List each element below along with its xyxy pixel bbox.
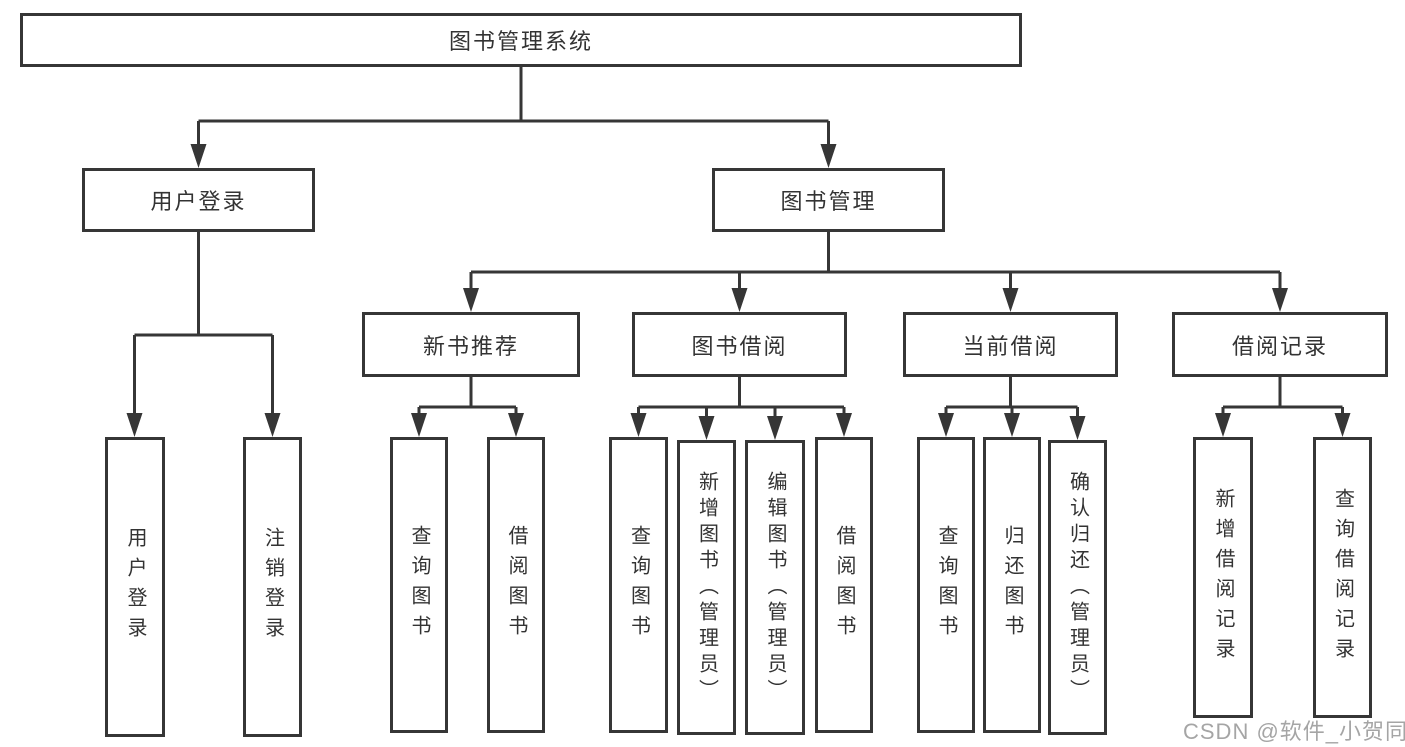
- leaf-confirm-return-admin: 确认归还（管理员）: [1048, 440, 1107, 735]
- arrowhead-user-login-children: [126, 413, 281, 437]
- arrowhead-current-borrowing-children: [938, 413, 1086, 440]
- node-current-borrowing: 当前借阅: [903, 312, 1118, 377]
- arrowhead-book-borrowing-children: [630, 413, 852, 440]
- leaf-borrow-books-borrowing: 借阅图书: [815, 437, 873, 733]
- leaf-edit-book-admin: 编辑图书（管理员）: [745, 440, 805, 735]
- node-user-login: 用户登录: [82, 168, 315, 232]
- arrowhead-borrow-records-children: [1215, 413, 1351, 437]
- leaf-query-books-borrowing: 查询图书: [609, 437, 668, 733]
- connector-book-management-children: [469, 232, 1282, 295]
- leaf-query-borrow-record: 查询借阅记录: [1313, 437, 1372, 718]
- connector-new-book-children: [417, 377, 518, 420]
- connector-book-borrowing-children: [637, 377, 846, 422]
- leaf-add-book-admin: 新增图书（管理员）: [677, 440, 736, 735]
- arrowhead-level2: [190, 144, 837, 168]
- leaf-query-books-current: 查询图书: [917, 437, 975, 733]
- leaf-return-books: 归还图书: [983, 437, 1041, 733]
- node-new-book-recommendation: 新书推荐: [362, 312, 580, 377]
- connector-borrow-records-children: [1221, 377, 1344, 420]
- node-borrowing-records: 借阅记录: [1172, 312, 1388, 377]
- leaf-logout: 注销登录: [243, 437, 302, 737]
- connector-root-to-level2: [197, 67, 830, 150]
- node-library-system: 图书管理系统: [20, 13, 1022, 67]
- leaf-add-borrow-record: 新增借阅记录: [1193, 437, 1253, 718]
- csdn-watermark: CSDN @软件_小贺同学: [1183, 719, 1405, 744]
- arrowhead-level3: [463, 288, 1288, 312]
- node-book-management: 图书管理: [712, 168, 945, 232]
- node-book-borrowing: 图书借阅: [632, 312, 847, 377]
- leaf-user-login: 用户登录: [105, 437, 165, 737]
- leaf-borrow-books-recommend: 借阅图书: [487, 437, 545, 733]
- connector-user-login-children: [133, 232, 274, 420]
- arrowhead-new-book-children: [411, 413, 524, 437]
- leaf-query-books-recommend: 查询图书: [390, 437, 448, 733]
